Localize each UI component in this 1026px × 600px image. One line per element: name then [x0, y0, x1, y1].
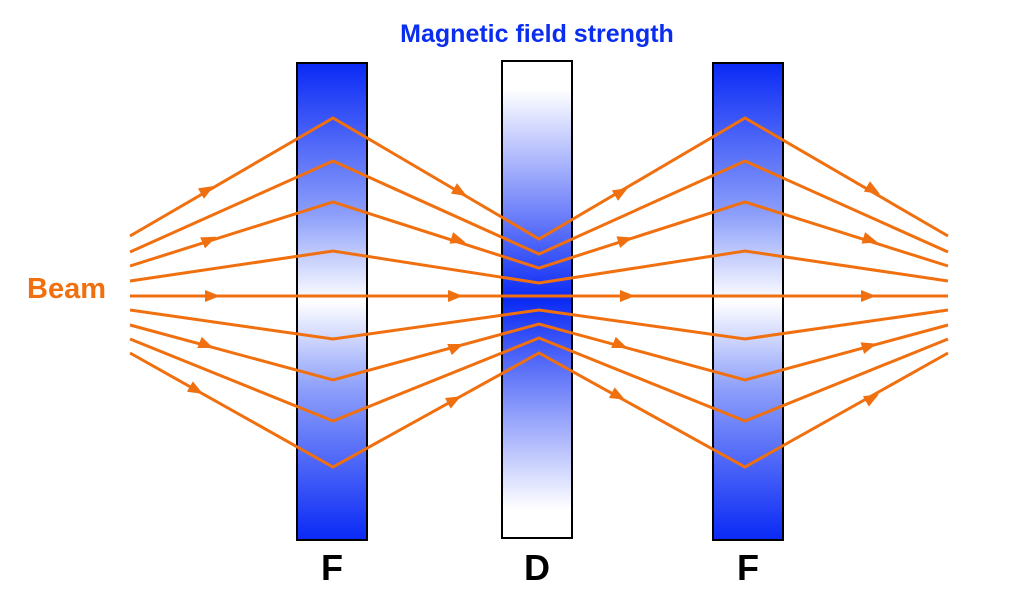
arrowhead — [197, 185, 214, 199]
arrowhead — [450, 183, 467, 197]
arrowhead — [449, 232, 466, 244]
beam-ray-8 — [129, 336, 949, 423]
arrowhead — [611, 336, 628, 348]
arrowhead — [186, 381, 203, 394]
arrowhead — [448, 290, 463, 302]
magnet-f1: F — [296, 62, 368, 588]
beam-trajectories — [129, 116, 949, 469]
beam-ray-1 — [129, 116, 949, 241]
beam-ray-6 — [129, 308, 949, 341]
magnet-d: D — [501, 60, 573, 588]
arrowhead — [200, 236, 217, 249]
arrowhead — [862, 394, 879, 407]
magnet-d-field — [501, 60, 573, 539]
arrowhead — [447, 344, 464, 356]
arrowhead — [860, 342, 877, 354]
beam-ray-3 — [129, 200, 949, 270]
magnet-f2-field — [712, 62, 784, 541]
magnet-f2-label: F — [737, 547, 759, 588]
arrowhead — [861, 290, 876, 302]
beam-ray-4 — [129, 249, 949, 285]
magnet-d-label: D — [524, 547, 550, 588]
arrowhead — [608, 387, 626, 400]
diagram-title: Magnetic field strength — [400, 20, 674, 48]
arrowhead — [620, 290, 635, 302]
arrowhead — [863, 181, 880, 195]
beam-label: Beam — [27, 273, 106, 305]
beam-ray-7 — [129, 322, 949, 382]
magnet-f1-label: F — [321, 547, 343, 588]
magnet-f1-field — [296, 62, 368, 541]
magnet-f2: F — [712, 62, 784, 588]
arrowhead — [444, 396, 462, 409]
arrowhead — [205, 290, 220, 302]
beam-ray-2 — [129, 159, 949, 256]
arrowhead — [611, 187, 628, 201]
arrowhead — [197, 336, 214, 348]
arrowhead — [616, 236, 633, 248]
arrowhead — [861, 232, 878, 244]
beam-ray-9 — [129, 351, 949, 469]
beam-arrowheads — [186, 181, 880, 409]
